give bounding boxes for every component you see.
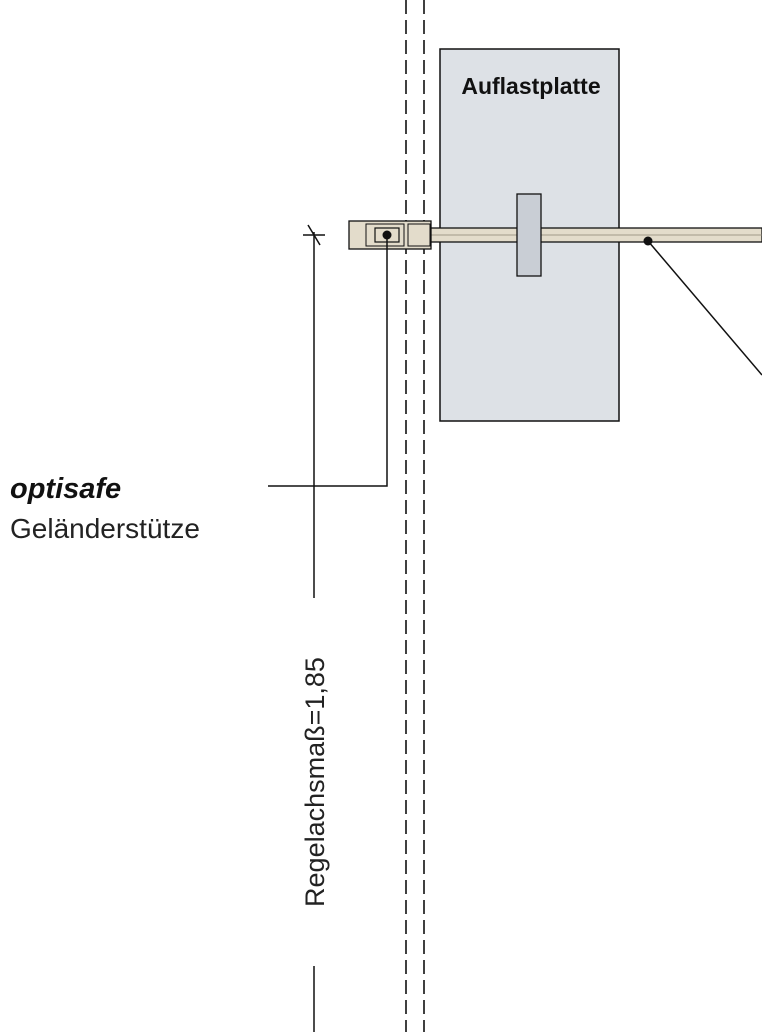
clamp-inner-right [407,223,431,247]
dimension-tick-diagonal [307,224,321,246]
dimension-label: Regelachsmaß=1,85 [300,657,330,907]
product-label: Geländerstütze [10,513,200,544]
brand-label: optisafe [10,473,121,505]
auflastplatte-label: Auflastplatte [461,73,600,99]
plate-connector [516,193,542,277]
label-leader-line [268,235,388,487]
clamp-inner-left [365,223,405,247]
diagonal-strut-line [647,240,762,376]
clamp-block [348,220,432,250]
